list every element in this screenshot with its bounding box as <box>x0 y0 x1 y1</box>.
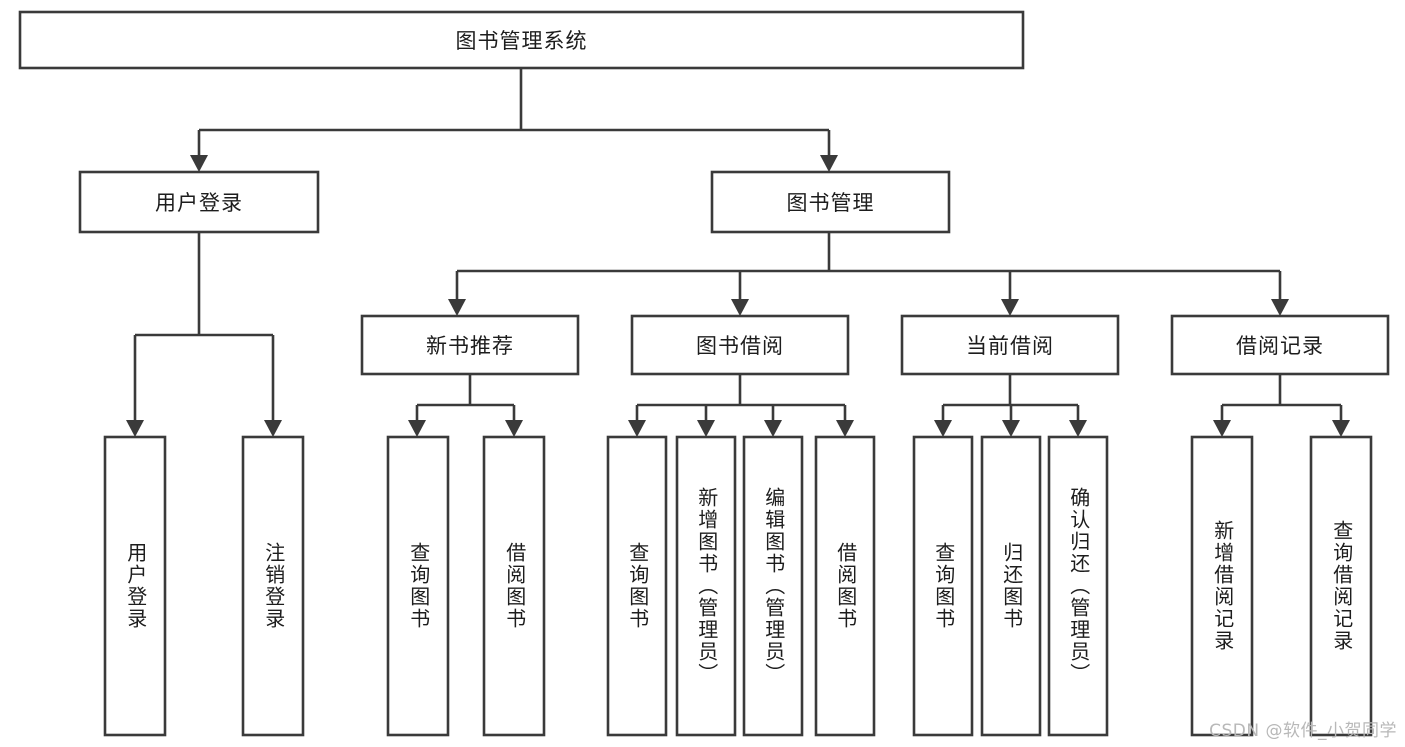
arrow-head-icon <box>836 420 854 437</box>
node-leaf-confirm-return-admin[interactable] <box>1047 435 1109 737</box>
arrow-head-icon <box>1001 299 1019 316</box>
node-book-management[interactable] <box>710 170 951 234</box>
arrow-head-icon <box>1069 420 1087 437</box>
arrow-head-icon <box>1002 420 1020 437</box>
arrow-head-icon <box>126 420 144 437</box>
connector-book-management-to-level2 <box>455 232 1282 300</box>
node-boxes-layer <box>18 10 1390 737</box>
arrow-head-icon <box>190 155 208 172</box>
arrow-head-icon <box>264 420 282 437</box>
arrow-head-icon <box>731 299 749 316</box>
node-leaf-user-login[interactable] <box>103 435 167 737</box>
arrow-head-icon <box>1271 299 1289 316</box>
node-leaf-borrow-books-1[interactable] <box>482 435 546 737</box>
node-leaf-add-borrow-record[interactable] <box>1190 435 1254 737</box>
arrow-head-icon <box>820 155 838 172</box>
arrow-head-icon <box>697 420 715 437</box>
node-leaf-query-books-3[interactable] <box>912 435 974 737</box>
connector-user-login-to-leaves <box>133 232 275 421</box>
arrow-head-icon <box>934 420 952 437</box>
node-leaf-borrow-books-2[interactable] <box>814 435 876 737</box>
connector-new-book-recommend-to-leaves <box>415 374 516 421</box>
node-root[interactable] <box>18 10 1025 70</box>
node-user-login[interactable] <box>78 170 320 234</box>
node-book-borrow[interactable] <box>630 314 850 376</box>
node-leaf-return-books[interactable] <box>980 435 1042 737</box>
connector-root-to-level1 <box>197 68 831 156</box>
node-leaf-query-books-1[interactable] <box>386 435 450 737</box>
node-leaf-query-borrow-record[interactable] <box>1309 435 1373 737</box>
arrow-head-icon <box>505 420 523 437</box>
watermark-text: CSDN @软件_小贺同学 <box>1209 721 1397 741</box>
arrow-head-icon <box>1332 420 1350 437</box>
node-new-book-recommend[interactable] <box>360 314 580 376</box>
connector-current-borrow-to-leaves <box>941 374 1080 421</box>
node-leaf-query-books-2[interactable] <box>606 435 668 737</box>
connector-borrow-record-to-leaves <box>1220 374 1343 421</box>
node-leaf-logout[interactable] <box>241 435 305 737</box>
arrow-head-icon <box>408 420 426 437</box>
arrow-head-icon <box>628 420 646 437</box>
node-borrow-record[interactable] <box>1170 314 1390 376</box>
node-leaf-add-book-admin[interactable] <box>675 435 737 737</box>
arrow-head-icon <box>764 420 782 437</box>
arrow-head-icon <box>1213 420 1231 437</box>
node-leaf-edit-book-admin[interactable] <box>742 435 804 737</box>
connector-book-borrow-to-leaves <box>635 374 847 421</box>
node-current-borrow[interactable] <box>900 314 1120 376</box>
connectors-layer <box>126 68 1350 437</box>
arrow-head-icon <box>448 299 466 316</box>
